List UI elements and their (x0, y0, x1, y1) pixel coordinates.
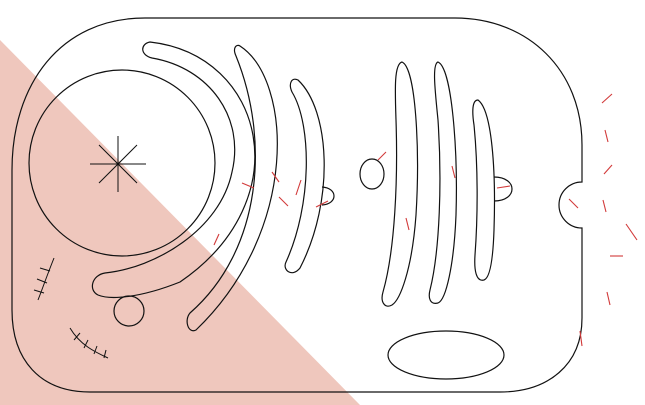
er-bulge (494, 177, 512, 201)
er-cisterna (473, 100, 495, 280)
vesicle (360, 159, 384, 189)
vacuole (388, 331, 504, 379)
golgi-bulge (322, 187, 334, 205)
endoplasmic-reticulum (382, 62, 512, 306)
er-cisterna (382, 62, 417, 306)
er-cisterna (429, 62, 456, 303)
golgi-cisterna (285, 79, 324, 272)
shaded-triangle (0, 40, 360, 405)
